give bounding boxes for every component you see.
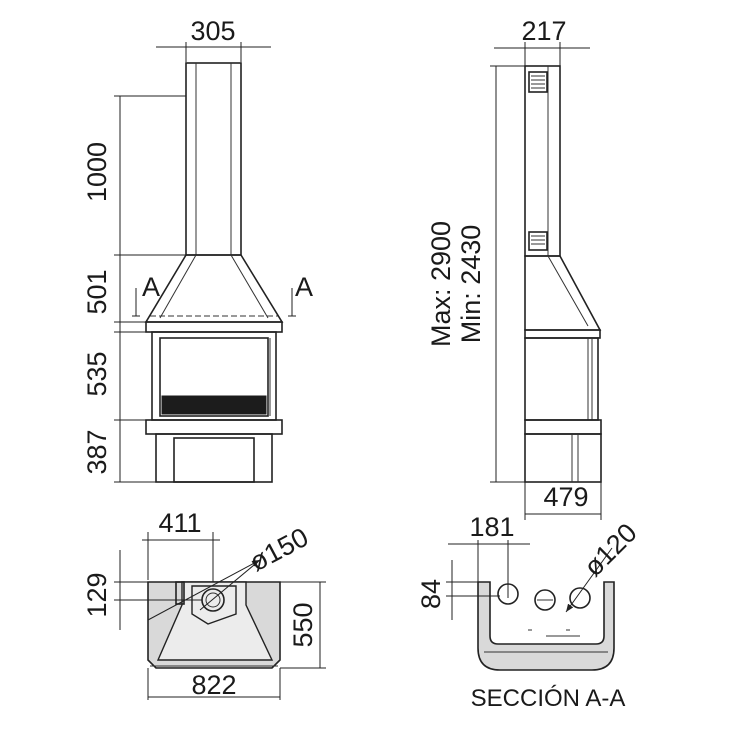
plan-offset-label: 411 — [158, 508, 201, 538]
hood-front — [144, 254, 284, 323]
plan-depth-label: 550 — [288, 602, 318, 647]
base-side — [524, 433, 602, 483]
flue-center — [534, 589, 556, 611]
max-height-label: Max: 2900 — [426, 221, 456, 347]
min-height-label: Min: 2430 — [456, 225, 486, 344]
base-height-label: 387 — [82, 429, 112, 474]
section-mark-right: A — [295, 272, 313, 302]
plan-depth-offset-label: 129 — [82, 572, 112, 617]
section-offset-label: 181 — [469, 512, 514, 542]
section-mark-left: A — [142, 272, 160, 302]
vent-grille-bottom — [528, 231, 548, 251]
inlet-diameter-label: ø120 — [578, 518, 643, 583]
grate — [161, 395, 267, 415]
chimney-side — [524, 65, 561, 257]
section-title: SECCIÓN A-A — [471, 685, 626, 712]
side-elevation: 217 Max: — [426, 16, 602, 520]
section-outline — [477, 581, 615, 671]
plan-width-label: 822 — [191, 670, 236, 700]
front-width-label: 305 — [190, 16, 235, 46]
firebox-side — [524, 337, 599, 421]
side-depth-top-label: 217 — [521, 16, 566, 46]
vent-grille-top — [528, 71, 548, 93]
section-a-a: 181 ø120 84 SECCIÓN A-A — [416, 512, 643, 712]
hood-side — [524, 255, 602, 331]
inlet-right — [569, 587, 591, 609]
chimney-height-label: 1000 — [82, 142, 112, 202]
hood-height-label: 501 — [82, 269, 112, 314]
plan-view: 411 ø150 129 822 550 — [82, 508, 326, 700]
front-elevation: 305 1000 501 535 387 A — [82, 16, 313, 483]
side-depth-base-label: 479 — [543, 482, 588, 512]
chimney-front — [185, 62, 242, 256]
inlet-left — [497, 583, 519, 605]
section-depth-offset-label: 84 — [416, 579, 446, 609]
flue-diameter-label: ø150 — [245, 522, 313, 577]
firebox-height-label: 535 — [82, 351, 112, 396]
